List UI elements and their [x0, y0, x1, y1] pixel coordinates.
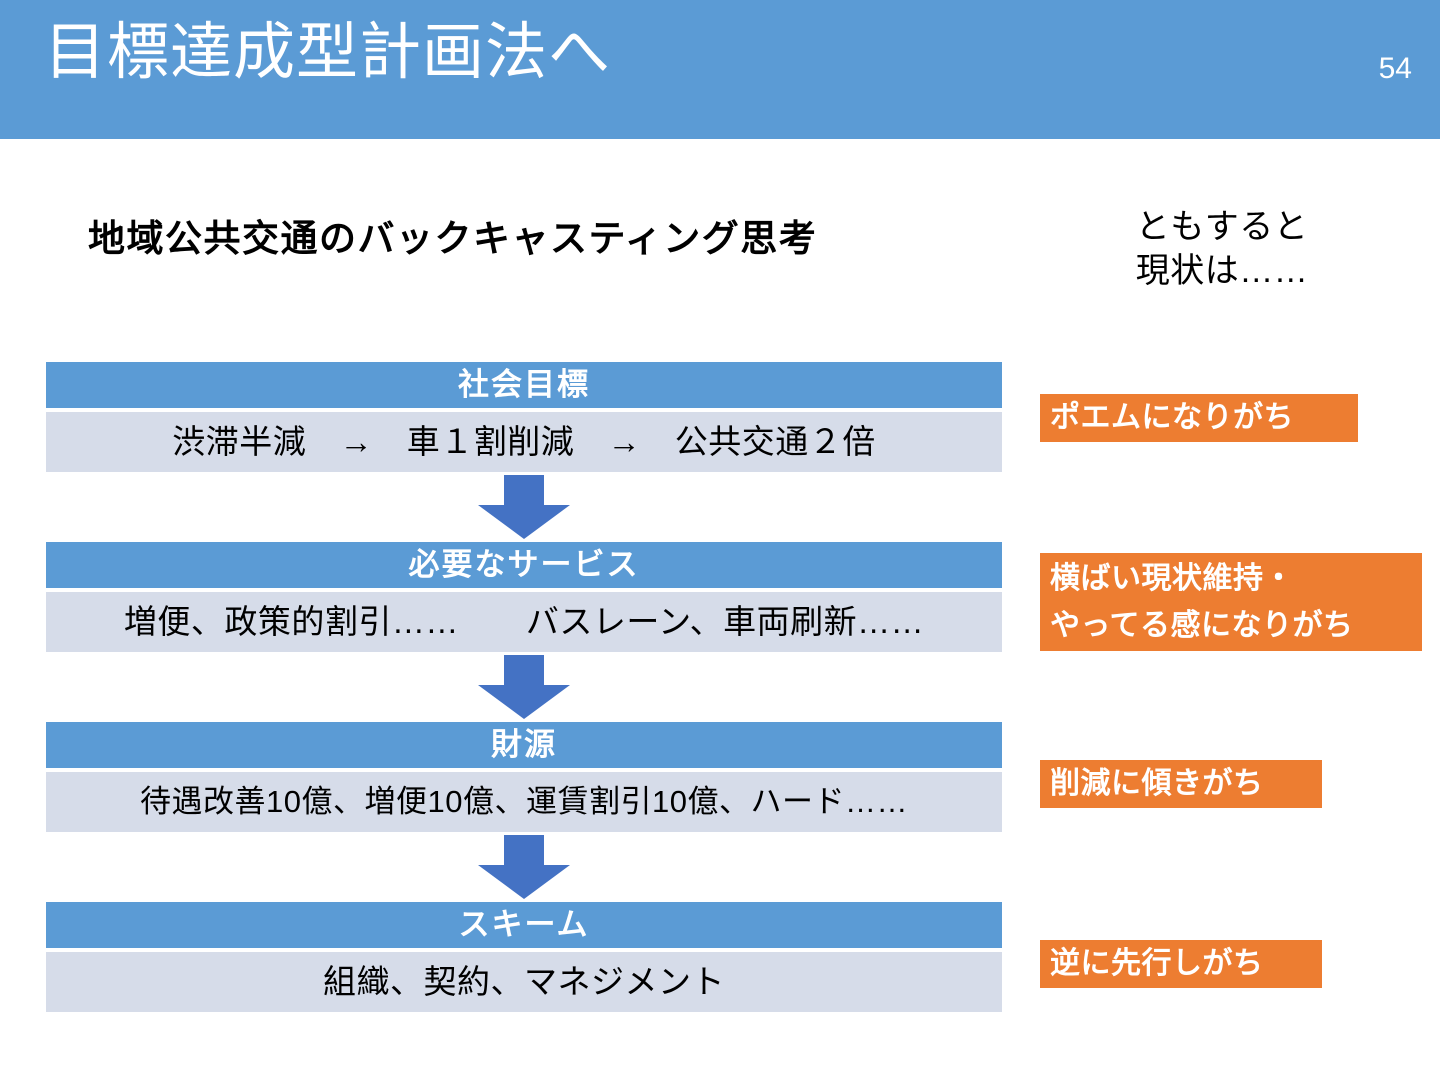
backcasting-flow-diagram: 社会目標 渋滞半減 → 車１割削減 → 公共交通２倍 必要なサービス 増便、政策…: [46, 362, 1002, 1012]
flow-block-required-service: 必要なサービス 増便、政策的割引…… バスレーン、車両刷新……: [46, 542, 1002, 652]
section-heading-left: 地域公共交通のバックキャスティング思考: [88, 218, 818, 259]
page-number: 54: [1378, 52, 1412, 85]
flow-arrow-3: [46, 832, 1002, 902]
section-heading-right-line1: ともすると: [1135, 208, 1309, 246]
arrow-shaft: [504, 835, 544, 867]
arrow-head: [478, 505, 570, 539]
arrow-down-icon: [478, 835, 570, 899]
arrow-shaft: [504, 655, 544, 687]
arrow-down-icon: [478, 655, 570, 719]
section-heading-right: ともすると 現状は……: [1072, 206, 1372, 293]
section-heading-right-line2: 現状は……: [1135, 251, 1309, 290]
callout-badge-social-goal: ポエムになりがち: [1040, 394, 1358, 442]
callout-badge-required-service: 横ばい現状維持・ やってる感になりがち: [1040, 553, 1422, 651]
callout-line1: 横ばい現状維持・: [1050, 562, 1294, 595]
flow-block-header: スキーム: [46, 902, 1002, 948]
flow-block-header: 財源: [46, 722, 1002, 768]
arrow-down-icon: [478, 475, 570, 539]
arrow-shaft: [504, 475, 544, 507]
flow-block-scheme: スキーム 組織、契約、マネジメント: [46, 902, 1002, 1012]
flow-block-body: 渋滞半減 → 車１割削減 → 公共交通２倍: [46, 412, 1002, 472]
flow-arrow-1: [46, 472, 1002, 542]
title-bar: 目標達成型計画法へ 54: [0, 0, 1440, 139]
callout-line2: やってる感になりがち: [1050, 609, 1354, 642]
page-title: 目標達成型計画法へ: [44, 18, 612, 87]
flow-block-header: 社会目標: [46, 362, 1002, 408]
flow-arrow-2: [46, 652, 1002, 722]
callout-badge-scheme: 逆に先行しがち: [1040, 940, 1322, 988]
flow-block-body: 組織、契約、マネジメント: [46, 952, 1002, 1012]
arrow-head: [478, 865, 570, 899]
flow-block-funding: 財源 待遇改善10億、増便10億、運賃割引10億、ハード……: [46, 722, 1002, 832]
flow-block-body: 増便、政策的割引…… バスレーン、車両刷新……: [46, 592, 1002, 652]
callout-badge-funding: 削減に傾きがち: [1040, 760, 1322, 808]
arrow-head: [478, 685, 570, 719]
flow-block-social-goal: 社会目標 渋滞半減 → 車１割削減 → 公共交通２倍: [46, 362, 1002, 472]
flow-block-body: 待遇改善10億、増便10億、運賃割引10億、ハード……: [46, 772, 1002, 832]
flow-block-header: 必要なサービス: [46, 542, 1002, 588]
